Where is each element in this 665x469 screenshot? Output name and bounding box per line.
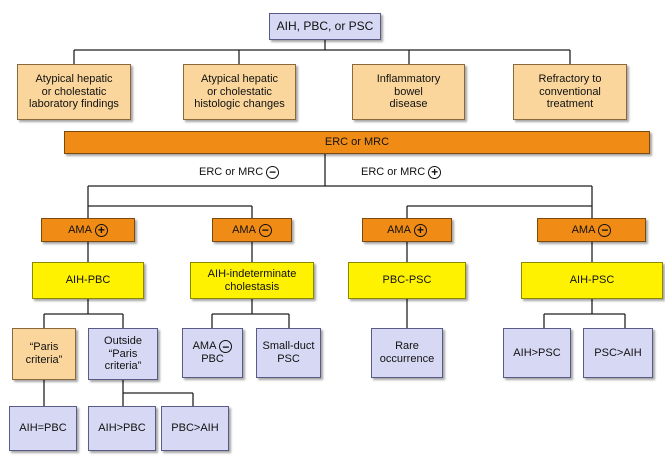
ama-text: AMA: [232, 223, 256, 236]
pbc-text: PBC: [201, 353, 224, 366]
dx-aih-psc: AIH-PSC: [521, 262, 663, 299]
plus-circle-icon: +: [413, 223, 427, 237]
branch-positive-text: ERC or MRC: [361, 166, 426, 178]
ama-positive-2: AMA +: [362, 218, 452, 242]
aih-gt-psc-box: AIH>PSC: [503, 328, 571, 378]
ama-text: AMA: [387, 223, 411, 236]
psc-gt-aih-box: PSC>AIH: [583, 328, 653, 378]
dx-aih-pbc: AIH-PBC: [32, 262, 144, 299]
minus-circle-icon: −: [219, 340, 233, 354]
minus-circle-icon: −: [258, 223, 272, 237]
branch-negative-label: ERC or MRC −: [197, 164, 282, 180]
plus-circle-icon: +: [94, 223, 108, 237]
small-duct-psc-box: Small-duct PSC: [256, 328, 321, 378]
dx-aih-indeterminate: AIH-indeterminate cholestasis: [190, 262, 314, 299]
plus-circle-icon: +: [428, 165, 442, 179]
ama-text: AMA: [192, 340, 217, 353]
outside-paris-box: Outside “Paris criteria”: [88, 328, 158, 380]
ama-negative-pbc-box: AMA − PBC: [182, 328, 243, 378]
erc-mrc-box: ERC or MRC: [64, 131, 650, 154]
rare-occurrence-box: Rare occurrence: [371, 328, 443, 378]
ama-negative-1: AMA −: [212, 218, 292, 242]
indication-refractory: Refractory to conventional treatment: [513, 64, 627, 120]
pbc-gt-aih-box: PBC>AIH: [161, 406, 229, 451]
aih-eq-pbc-box: AIH=PBC: [9, 406, 77, 451]
dx-pbc-psc: PBC-PSC: [348, 262, 466, 299]
indication-histologic: Atypical hepatic or cholestatic histolog…: [183, 64, 296, 120]
paris-criteria-box: “Paris criteria”: [12, 328, 76, 380]
root-box: AIH, PBC, or PSC: [269, 13, 381, 40]
ama-positive-1: AMA +: [41, 218, 135, 242]
ama-negative-2: AMA −: [537, 218, 646, 242]
minus-circle-icon: −: [598, 223, 612, 237]
branch-positive-label: ERC or MRC +: [359, 164, 444, 180]
indication-lab-findings: Atypical hepatic or cholestatic laborato…: [17, 64, 131, 120]
root-text: AIH, PBC, or PSC: [276, 18, 374, 33]
ama-text: AMA: [571, 223, 596, 236]
ama-text: AMA: [68, 223, 92, 236]
aih-gt-pbc-box: AIH>PBC: [88, 406, 156, 451]
indication-ibd: Inflammatory bowel disease: [352, 64, 465, 120]
minus-circle-icon: −: [266, 165, 280, 179]
branch-negative-text: ERC or MRC: [199, 166, 264, 178]
